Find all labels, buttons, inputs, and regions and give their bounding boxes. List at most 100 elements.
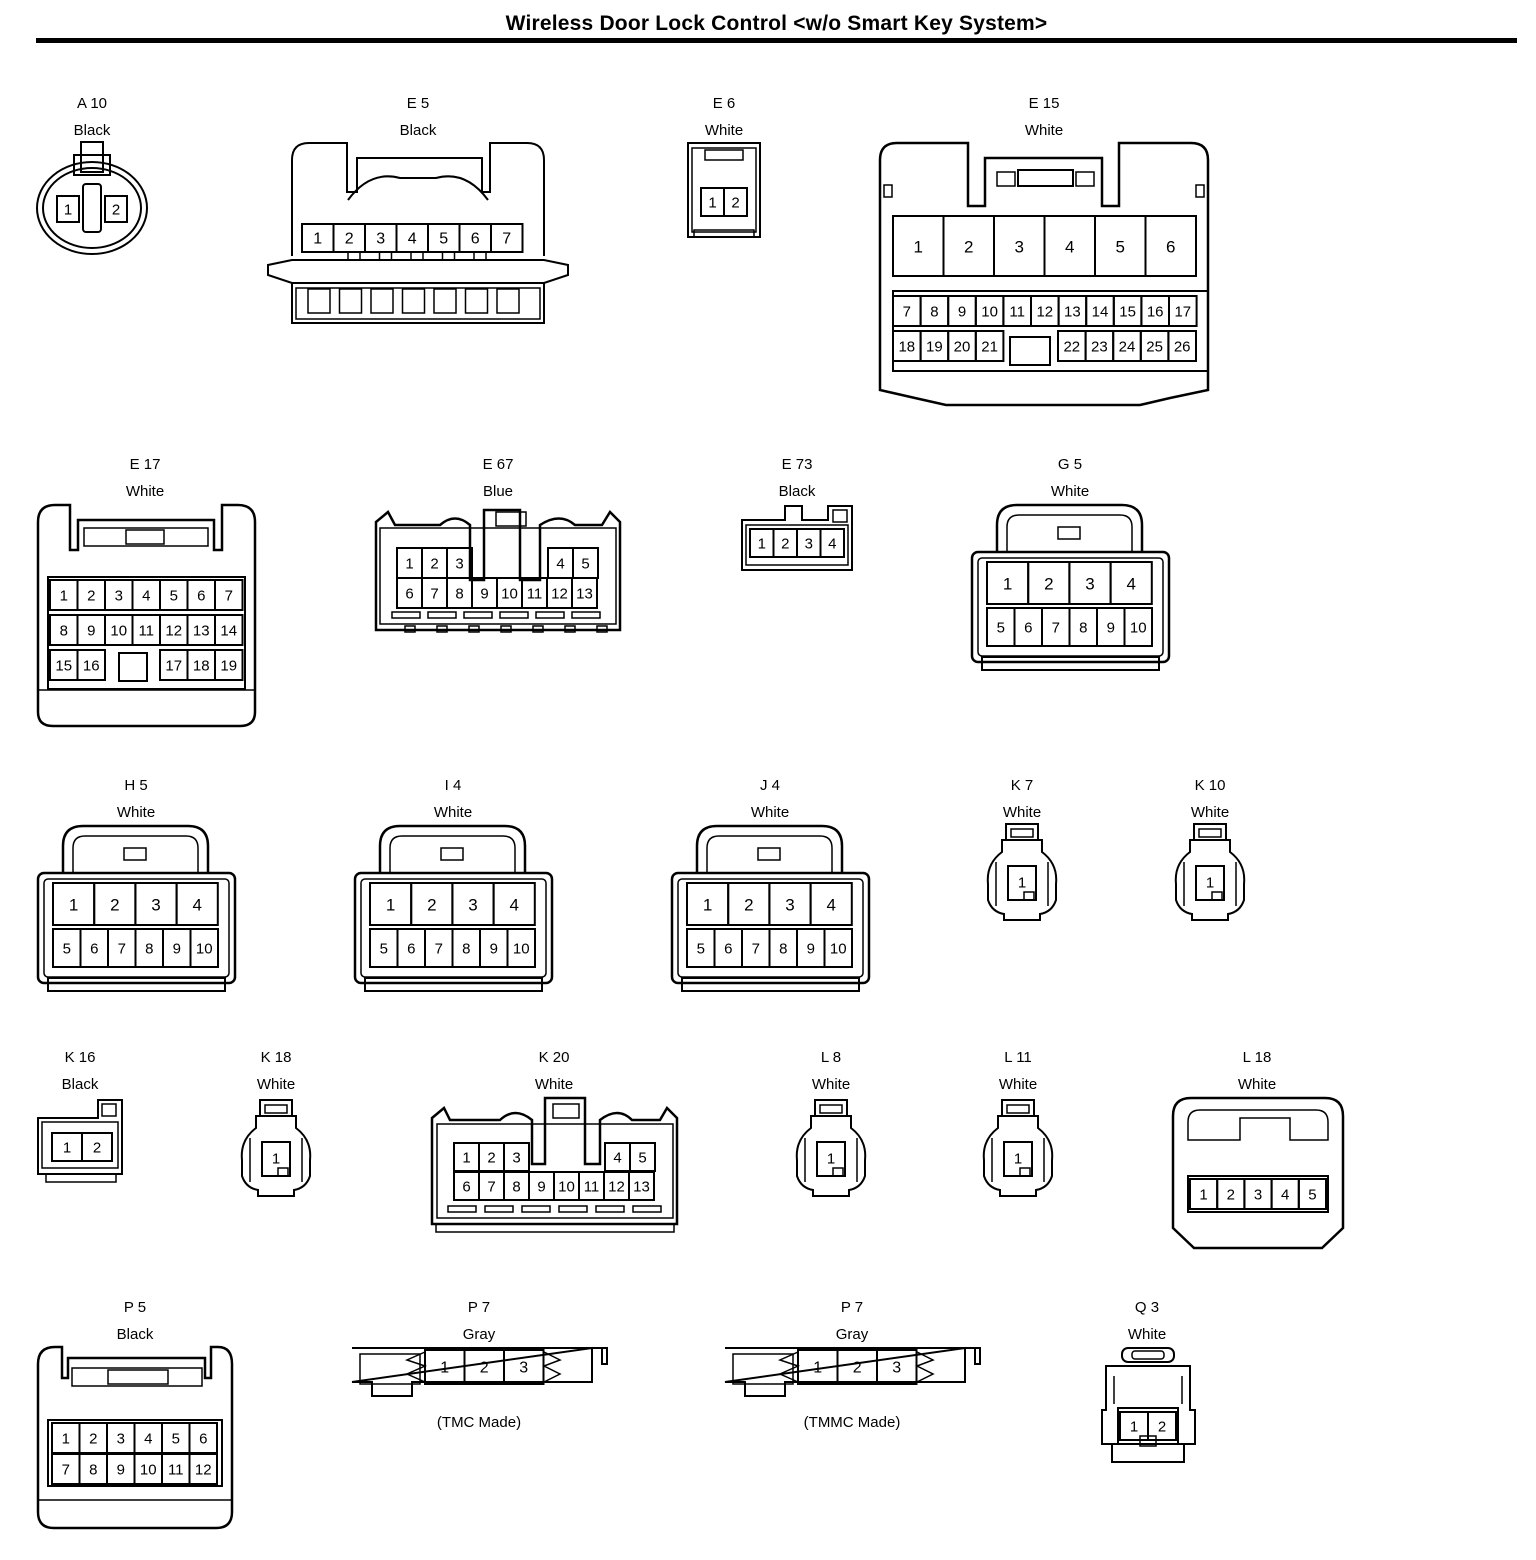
pin-number: 7 — [435, 941, 443, 958]
pin-number: 6 — [90, 941, 98, 958]
connector-color: White — [1190, 804, 1230, 821]
pin-number: 8 — [60, 623, 68, 640]
pin-number: 9 — [173, 941, 181, 958]
pin-number: 6 — [724, 941, 732, 958]
pin-number: 10 — [501, 586, 518, 603]
pin-number: 13 — [576, 586, 593, 603]
pin-number: 11 — [168, 1462, 184, 1479]
pin-number: 7 — [1052, 620, 1060, 637]
pin-number: 1 — [462, 1150, 470, 1167]
pin-number: 7 — [225, 588, 233, 605]
pin-number: 16 — [83, 658, 100, 675]
pin-number: 19 — [220, 658, 237, 675]
pin-number: 2 — [487, 1150, 495, 1167]
pin-number: 5 — [1116, 238, 1125, 257]
pin-number: 4 — [192, 896, 201, 915]
connector-note: (TMMC Made) — [803, 1414, 901, 1431]
pin-number: 7 — [62, 1462, 70, 1479]
pin-number: 5 — [1308, 1187, 1316, 1204]
connector-color: White — [750, 804, 790, 821]
pin-number: 1 — [272, 1151, 280, 1168]
pin-number: 1 — [708, 195, 716, 212]
pin-number: 12 — [195, 1462, 212, 1479]
connector-id: P 5 — [123, 1299, 147, 1316]
connector-color: Blue — [482, 483, 514, 500]
pin-number: 7 — [118, 941, 126, 958]
connector-k10: 1 — [1174, 823, 1246, 921]
pin-number: 26 — [1174, 339, 1191, 356]
pin-number: 2 — [744, 896, 753, 915]
pin-number: 13 — [193, 623, 210, 640]
pin-number: 10 — [110, 623, 127, 640]
pin-number: 9 — [480, 586, 488, 603]
pin-number: 12 — [1036, 304, 1053, 321]
pin-number: 6 — [199, 1431, 207, 1448]
pin-number: 2 — [345, 231, 354, 248]
pin-number: 14 — [220, 623, 237, 640]
pin-number: 2 — [1227, 1187, 1235, 1204]
pin-number: 2 — [480, 1360, 489, 1377]
pin-number: 1 — [313, 231, 322, 248]
pin-number: 3 — [1015, 238, 1024, 257]
pin-number: 2 — [87, 588, 95, 605]
pin-number: 2 — [964, 238, 973, 257]
pin-number: 10 — [1130, 620, 1147, 637]
pin-number: 9 — [490, 941, 498, 958]
connector-id: L 11 — [1004, 1049, 1032, 1066]
pin-number: 18 — [898, 339, 915, 356]
pin-number: 19 — [926, 339, 943, 356]
pin-number: 18 — [193, 658, 210, 675]
pin-number: 15 — [55, 658, 72, 675]
connector-id: P 7 — [467, 1299, 491, 1316]
pin-number: 9 — [1107, 620, 1115, 637]
pin-number: 4 — [556, 556, 564, 573]
connector-color: Black — [116, 1326, 154, 1343]
connector-note: (TMC Made) — [436, 1414, 522, 1431]
pin-number: 10 — [830, 941, 847, 958]
connector-id: H 5 — [124, 777, 148, 794]
pin-number: 4 — [1065, 238, 1074, 257]
connector-color: White — [1127, 1326, 1167, 1343]
pin-number: 11 — [1009, 304, 1025, 321]
pin-number: 3 — [785, 896, 794, 915]
pin-number: 5 — [997, 620, 1005, 637]
pin-number: 21 — [981, 339, 998, 356]
pin-number: 5 — [581, 556, 589, 573]
pin-number: 5 — [697, 941, 705, 958]
connector-id: P 7 — [840, 1299, 864, 1316]
pin-number: 24 — [1119, 339, 1136, 356]
pin-number: 5 — [380, 941, 388, 958]
connector-color: Black — [778, 483, 816, 500]
pin-number: 10 — [558, 1179, 575, 1196]
connector-id: L 18 — [1242, 1049, 1272, 1066]
pin-number: 1 — [1130, 1419, 1138, 1436]
pin-number: 10 — [140, 1462, 157, 1479]
pin-number: 2 — [427, 896, 436, 915]
pin-number: 1 — [62, 1431, 70, 1448]
pin-number: 3 — [151, 896, 160, 915]
pin-number: 7 — [487, 1179, 495, 1196]
connector-id: E 6 — [712, 95, 736, 112]
connector-color: White — [811, 1076, 851, 1093]
pin-number: 12 — [165, 623, 182, 640]
pin-number: 1 — [758, 536, 766, 553]
pin-number: 1 — [63, 1140, 71, 1157]
pin-number: 3 — [376, 231, 385, 248]
pin-number: 10 — [513, 941, 530, 958]
pin-number: 2 — [430, 556, 438, 573]
pin-number: 17 — [1174, 304, 1191, 321]
connector-id: E 73 — [781, 456, 813, 473]
pin-number: 2 — [1044, 575, 1053, 594]
pin-number: 12 — [608, 1179, 625, 1196]
connector-color: Black — [73, 122, 111, 139]
pin-number: 7 — [752, 941, 760, 958]
connector-l8: 1 — [795, 1099, 867, 1197]
pin-number: 6 — [1024, 620, 1032, 637]
